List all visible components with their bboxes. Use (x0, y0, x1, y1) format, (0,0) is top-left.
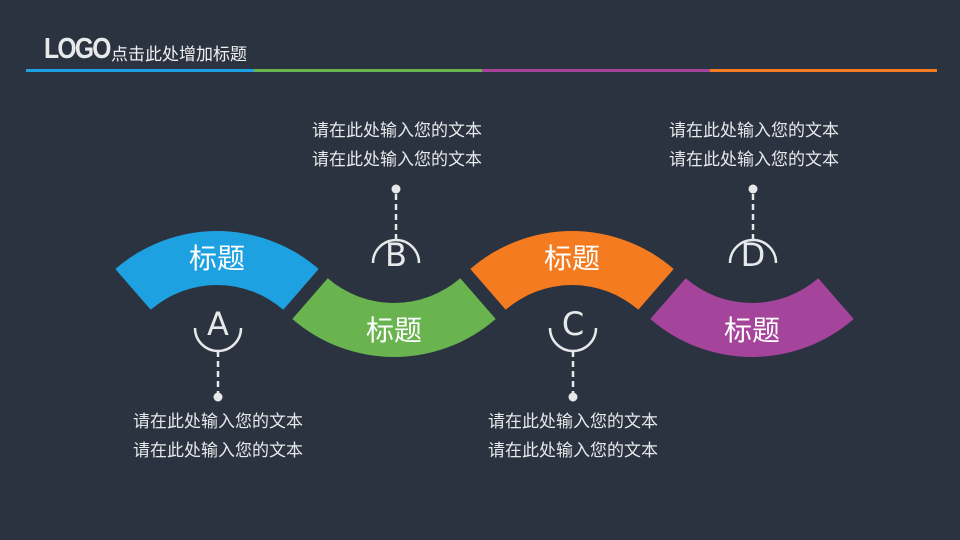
step-c-text[interactable]: 请在此处输入您的文本请在此处输入您的文本 (488, 412, 658, 461)
step-c-arc[interactable] (470, 231, 674, 310)
letter-arc (371, 238, 421, 264)
step-b-text[interactable]: 请在此处输入您的文本请在此处输入您的文本 (312, 121, 482, 170)
step-a-letter: A (207, 305, 229, 343)
connector-dot (748, 184, 758, 194)
letter-arc (728, 238, 778, 264)
header-bar-orange (710, 69, 937, 72)
header-bar-green (254, 69, 482, 72)
letter-arc (193, 327, 243, 353)
step-a-label: 标题 (189, 242, 245, 275)
step-a-text[interactable]: 请在此处输入您的文本请在此处输入您的文本 (133, 412, 303, 461)
step-d-arc[interactable] (650, 278, 854, 358)
page-title[interactable]: 点击此处增加标题 (111, 45, 247, 65)
connector-dot (568, 392, 578, 402)
step-d-text[interactable]: 请在此处输入您的文本请在此处输入您的文本 (669, 121, 839, 170)
step-d-label: 标题 (724, 314, 780, 347)
step-a-arc[interactable] (115, 231, 319, 310)
header-bar-purple (482, 69, 710, 72)
step-c-label: 标题 (544, 242, 600, 275)
connector-dot (213, 392, 223, 402)
connector-dot (391, 184, 401, 194)
letter-arc (548, 327, 598, 353)
logo: LOGO (44, 33, 111, 65)
step-b-label: 标题 (366, 314, 422, 347)
header-bar-blue (26, 69, 254, 72)
step-b-arc[interactable] (292, 278, 496, 358)
step-b-letter: B (385, 236, 407, 274)
step-c-letter: C (562, 305, 584, 343)
